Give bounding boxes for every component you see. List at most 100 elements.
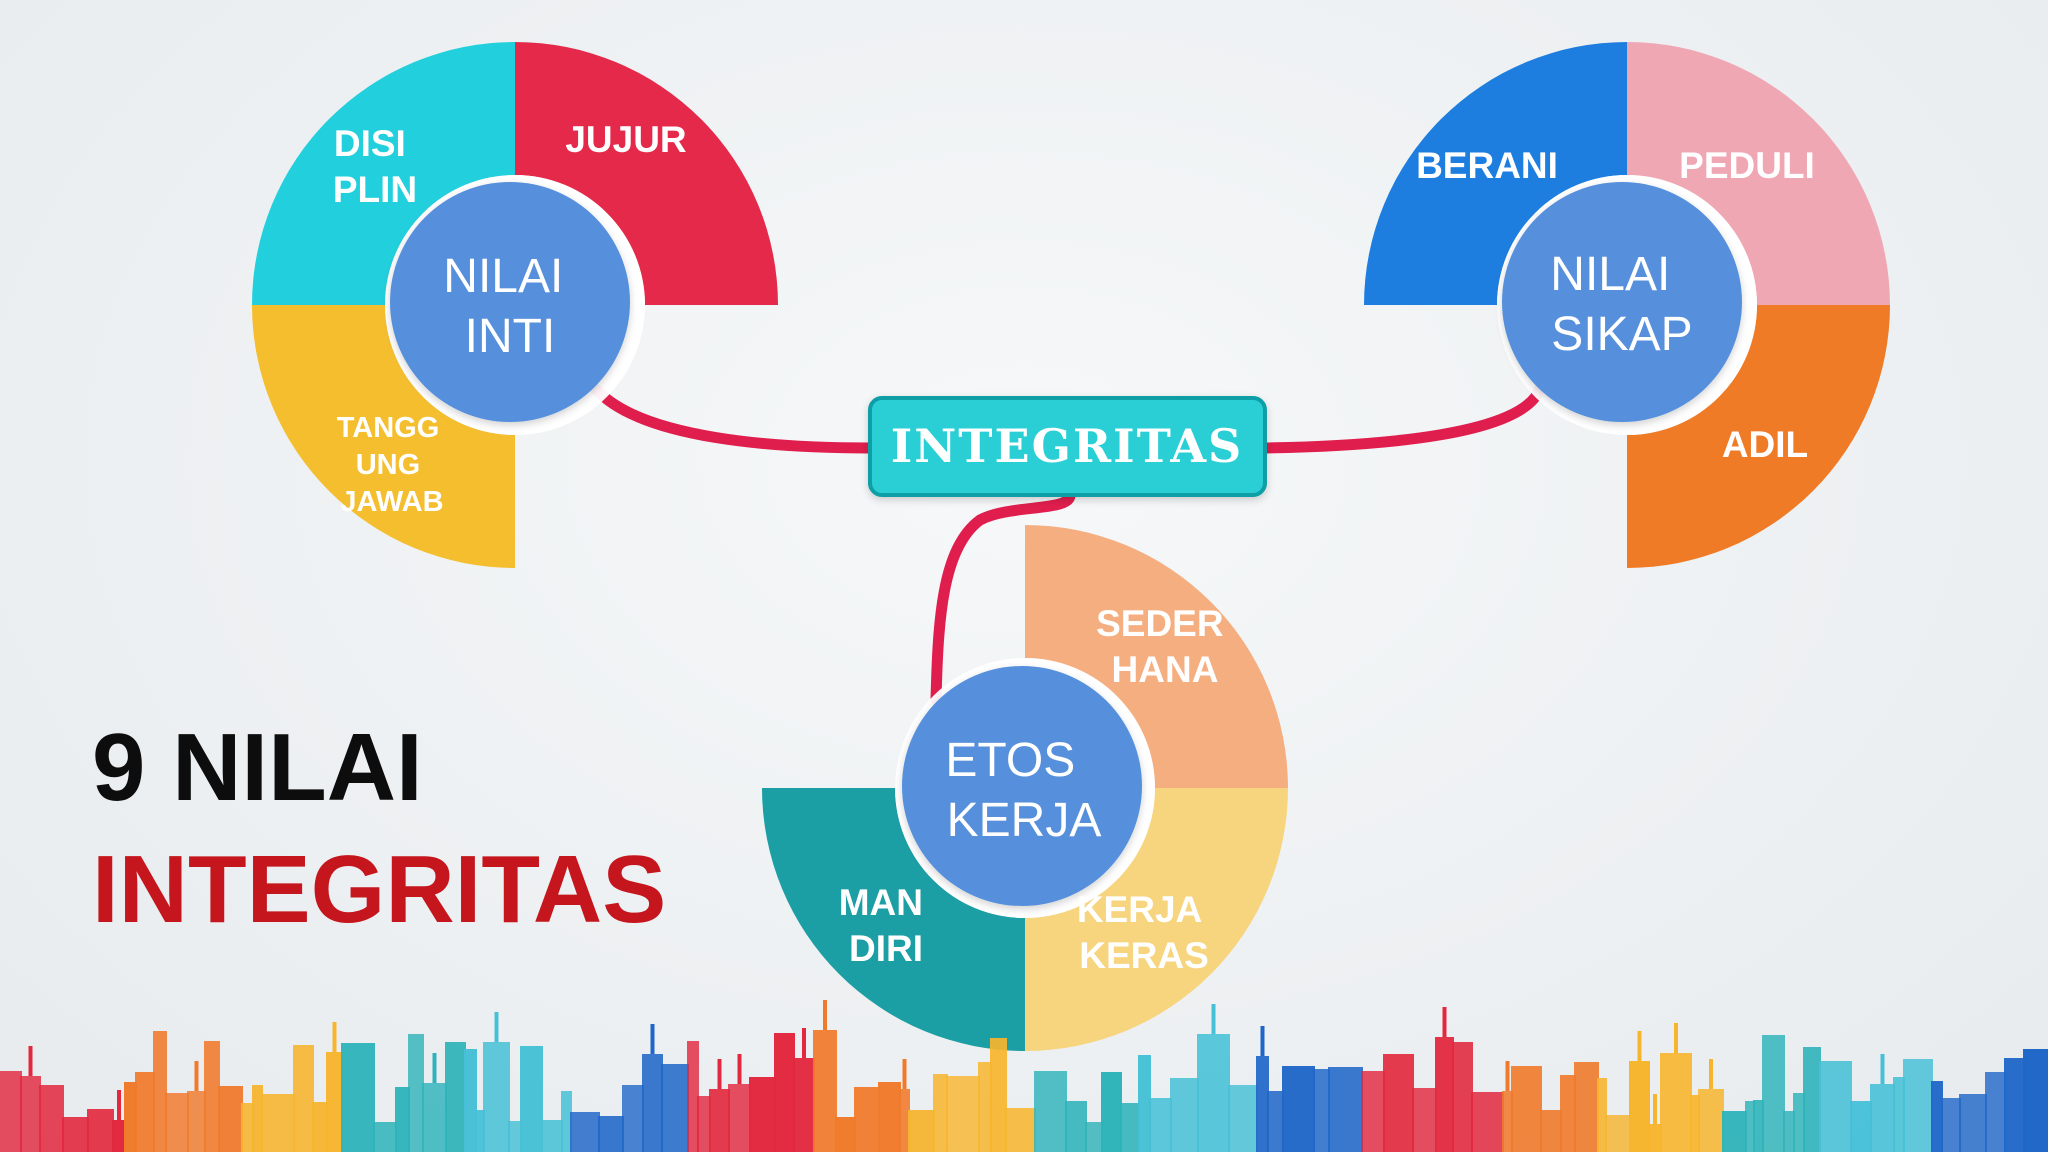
segment-label-adil: ADIL <box>1722 424 1808 465</box>
segment-label-tanggung-jawab: TANGG UNG JAWAB <box>337 412 448 518</box>
skyline-building <box>933 1074 948 1152</box>
skyline-spire <box>1260 1026 1265 1056</box>
skyline-building <box>1170 1078 1199 1152</box>
group-nilai-inti: DISI PLIN JUJUR TANGG UNG JAWAB NILAI IN… <box>252 42 778 568</box>
skyline-building <box>62 1117 89 1152</box>
skyline-building <box>408 1034 424 1152</box>
skyline-spire <box>1505 1061 1510 1091</box>
segment-disiplin <box>252 42 515 305</box>
segment-kerja-keras <box>1025 788 1288 1051</box>
skyline-building <box>642 1054 663 1152</box>
skyline-spire <box>1442 1007 1447 1037</box>
skyline-spire <box>28 1046 33 1076</box>
skyline-building <box>252 1085 263 1152</box>
skyline-building <box>661 1064 689 1152</box>
group-etos-kerja: SEDER HANA KERJA KERAS MAN DIRI ETOS KER… <box>762 525 1288 1051</box>
skyline-building <box>1605 1115 1631 1152</box>
skyline-spire <box>1637 1031 1642 1061</box>
connector-to-nilai-sikap <box>1259 382 1546 454</box>
skyline-building <box>1903 1059 1933 1152</box>
skyline-building <box>2004 1058 2025 1152</box>
skyline-building <box>1574 1062 1599 1152</box>
skyline-building <box>878 1082 901 1152</box>
hub-nilai-sikap <box>1502 182 1742 422</box>
skyline-building <box>1435 1037 1454 1152</box>
skyline-building <box>1034 1071 1067 1152</box>
skyline-building <box>1452 1042 1473 1152</box>
skyline-building <box>1793 1093 1805 1152</box>
skyline-building <box>0 1071 22 1152</box>
skyline-building <box>261 1094 295 1152</box>
skyline-building <box>1698 1089 1724 1152</box>
skyline-building <box>1648 1124 1662 1152</box>
skyline-building <box>1282 1066 1315 1152</box>
skyline-building <box>218 1086 243 1152</box>
skyline-building <box>978 1062 992 1152</box>
skyline-building <box>475 1110 485 1152</box>
skyline-building <box>622 1085 644 1152</box>
skyline-building <box>687 1041 699 1152</box>
skyline-building <box>1762 1035 1785 1152</box>
skyline-building <box>598 1116 624 1152</box>
skyline-building <box>1870 1084 1895 1152</box>
skyline-building <box>241 1103 254 1152</box>
skyline-building <box>204 1041 220 1152</box>
skyline-building <box>1502 1091 1513 1152</box>
segment-label-sederhana: SEDER HANA <box>1096 603 1234 690</box>
skyline-building <box>1267 1091 1284 1152</box>
skyline-building <box>1085 1122 1103 1152</box>
skyline-building <box>153 1031 167 1152</box>
skyline-building <box>1412 1088 1437 1152</box>
skyline-building <box>793 1058 815 1152</box>
skyline-building <box>187 1091 206 1152</box>
skyline-building <box>165 1093 189 1152</box>
connectors <box>589 382 1546 706</box>
skyline-building <box>445 1042 466 1152</box>
skyline-building <box>1540 1110 1562 1152</box>
hub-nilai-inti <box>390 182 630 422</box>
skyline-spire <box>1211 1004 1216 1034</box>
skyline-spire <box>650 1024 655 1054</box>
skyline-building <box>946 1076 980 1152</box>
skyline-building <box>1328 1067 1363 1152</box>
title-line-1: 9 NILAI <box>92 714 423 821</box>
skyline-building <box>854 1087 880 1152</box>
skyline-building <box>709 1089 730 1152</box>
skyline-building <box>39 1085 64 1152</box>
segment-sederhana <box>1025 525 1288 788</box>
skyline-building <box>541 1120 563 1152</box>
skyline-building <box>1660 1053 1692 1152</box>
title-line-2: INTEGRITAS <box>92 836 667 943</box>
skyline-spire <box>1880 1054 1885 1084</box>
skyline-spire <box>332 1022 337 1052</box>
skyline-building <box>1361 1071 1385 1152</box>
hub-label-etos-kerja: ETOS KERJA <box>945 734 1101 847</box>
segment-jujur <box>515 42 778 305</box>
skyline-building <box>908 1110 935 1152</box>
connector-to-nilai-inti <box>589 382 876 454</box>
skyline-building <box>1722 1111 1747 1152</box>
skyline-spire <box>717 1059 722 1089</box>
skyline-building <box>835 1117 856 1152</box>
skyline-building <box>1005 1108 1036 1152</box>
skyline-building <box>464 1049 477 1152</box>
city-skyline-decoration <box>0 1000 2048 1152</box>
skyline-building <box>1101 1072 1122 1152</box>
skyline-building <box>312 1102 328 1152</box>
segment-adil <box>1627 305 1890 568</box>
connector-to-etos-kerja <box>930 489 1076 706</box>
segment-berani <box>1364 42 1627 305</box>
skyline-building <box>1065 1101 1087 1152</box>
skyline-building <box>1228 1085 1258 1152</box>
skyline-building <box>697 1096 711 1152</box>
segment-mandiri <box>762 788 1025 1051</box>
center-label: INTEGRITAS <box>891 419 1244 473</box>
skyline-building <box>1745 1101 1755 1152</box>
skyline-building <box>1138 1055 1151 1152</box>
skyline-building <box>2023 1049 2048 1152</box>
skyline-building <box>1560 1075 1576 1152</box>
skyline-building <box>87 1109 114 1152</box>
skyline-building <box>112 1120 126 1152</box>
